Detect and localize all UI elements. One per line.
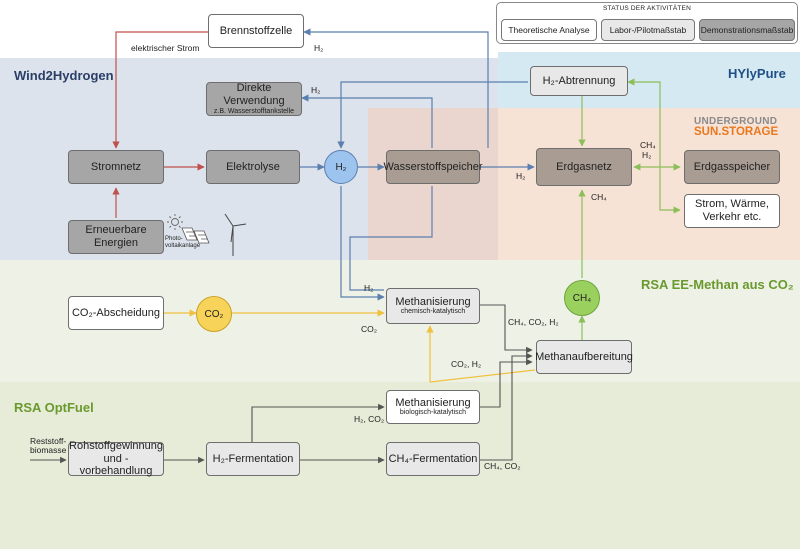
line-ch4ferm-aufbereitung — [480, 352, 533, 461]
line-h2-methanisierung — [340, 186, 385, 301]
h2-fermentation-box: H₂-Fermentation — [206, 442, 300, 476]
label-photovoltaikanlage: Photo-voltaikanlage — [165, 236, 201, 249]
ch4-fermentation-box: CH₄-Fermentation — [386, 442, 480, 476]
brennstoffzelle-box: Brennstoffzelle — [208, 14, 304, 48]
methanisierung-biologisch-subtitle: biologisch-katalytisch — [399, 409, 467, 417]
label-h2-direkte-verwendung: H₂ — [311, 85, 321, 95]
erdgasspeicher-box: Erdgasspeicher — [684, 150, 780, 184]
wind-turbine-icon — [224, 213, 247, 256]
storage-overlap-region — [368, 108, 498, 260]
label-h2-recirc: H₂ — [642, 150, 652, 160]
rsa-ee-methan-label: RSA EE-Methan aus CO₂ — [641, 277, 794, 292]
underground-sun-storage-logo: UNDERGROUND SUN.STORAGE — [694, 117, 778, 139]
line-speicher-methanisierung — [349, 186, 433, 291]
label-ch4-co2-h2: CH₄, CO₂, H₂ — [508, 317, 559, 327]
label-ch4-co2-fermentation: CH₄, CO₂ — [484, 461, 521, 471]
logo-line-2: SUN.STORAGE — [694, 126, 779, 138]
erdgasnetz-box: Erdgasnetz — [536, 148, 632, 186]
line-brennstoffzelle-stromnetz — [112, 31, 208, 149]
wind2hydrogen-label: Wind2Hydrogen — [14, 68, 114, 83]
label-h2-methanisierung: H₂ — [364, 283, 374, 293]
erneuerbare-energien-box: Erneuerbare Energien — [68, 220, 164, 254]
label-h2-brennstoffzelle: H₂ — [314, 43, 324, 53]
label-h2-erdgasnetz: H₂ — [516, 171, 526, 181]
line-methanisierung-aufbereitung — [480, 304, 533, 354]
co2-abscheidung-box: CO₂-Abscheidung — [68, 296, 164, 330]
legend-title: STATUS DER AKTIVITÄTEN — [603, 5, 691, 12]
direkte-verwendung-title: Direkte Verwendung — [223, 82, 285, 107]
methanisierung-chemisch-title: Methanisierung — [395, 295, 471, 308]
wasserstoffspeicher-box: Wasserstoffspeicher — [383, 150, 483, 184]
status-legend: STATUS DER AKTIVITÄTEN Theoretische Anal… — [496, 2, 798, 44]
ch4-circle: CH₄ — [564, 280, 600, 316]
label-ch4-recirc: CH₄ — [640, 140, 656, 150]
photovoltaic-panels-icon — [181, 227, 210, 244]
label-reststoffbiomasse: Reststoff-biomasse — [30, 436, 67, 456]
label-co2-methanisierung: CO₂ — [361, 324, 378, 334]
line-abtrennung-h2 — [337, 81, 528, 149]
methanisierung-chemisch-box: Methanisierung chemisch-katalytisch — [386, 288, 480, 324]
logo-line-1: UNDERGROUND — [694, 116, 778, 127]
rsa-optfuel-label: RSA OptFuel — [14, 400, 94, 415]
hylypure-label: HYlyPure — [728, 66, 786, 81]
line-erdgasnetz-abtrennung — [627, 78, 661, 167]
legend-labor-pilotmassstab: Labor-/Pilotmaßstab — [601, 19, 695, 41]
h2-abtrennung-box: H₂-Abtrennung — [530, 66, 628, 96]
stromnetz-box: Stromnetz — [68, 150, 164, 184]
line-erdgasnetz-strom — [659, 167, 681, 214]
co2-circle: CO₂ — [196, 296, 232, 332]
line-methbio-aufbereitung — [480, 358, 533, 408]
methanisierung-biologisch-title: Methanisierung — [395, 396, 471, 409]
methanaufbereitung-box: Methanaufbereitung — [535, 340, 633, 374]
line-methanaufbereitung-recycle — [426, 325, 536, 383]
methanisierung-biologisch-box: Methanisierung biologisch-katalytisch — [386, 390, 480, 424]
elektrolyse-box: Elektrolyse — [206, 150, 300, 184]
sun-icon — [167, 214, 183, 230]
legend-theoretische-analyse: Theoretische Analyse — [501, 19, 597, 41]
methanisierung-chemisch-subtitle: chemisch-katalytisch — [400, 308, 466, 316]
legend-demonstrationsmassstab: Demonstrationsmaßstab — [699, 19, 795, 41]
h2-circle: H₂ — [324, 150, 358, 184]
strom-waerme-verkehr-box: Strom, Wärme, Verkehr etc. — [684, 194, 780, 228]
rohstoffgewinnung-box: Rohstoffgewinnung und -vorbehandlung — [68, 440, 164, 478]
label-elektrischer-strom: elektrischer Strom — [131, 43, 200, 53]
line-speicher-brennstoffzelle — [303, 28, 489, 148]
line-speicher-direkte — [301, 94, 433, 148]
line-h2ferm-methbio — [251, 403, 385, 442]
direkte-verwendung-subtitle: z.B. Wasserstofftankstelle — [213, 107, 295, 115]
label-ch4-erdgasnetz: CH₄ — [591, 192, 607, 202]
direkte-verwendung-box: Direkte Verwendung z.B. Wasserstofftanks… — [206, 82, 302, 116]
label-h2-co2-bio: H₂, CO₂ — [354, 414, 385, 424]
label-co2-h2-recycle: CO₂, H₂ — [451, 359, 482, 369]
